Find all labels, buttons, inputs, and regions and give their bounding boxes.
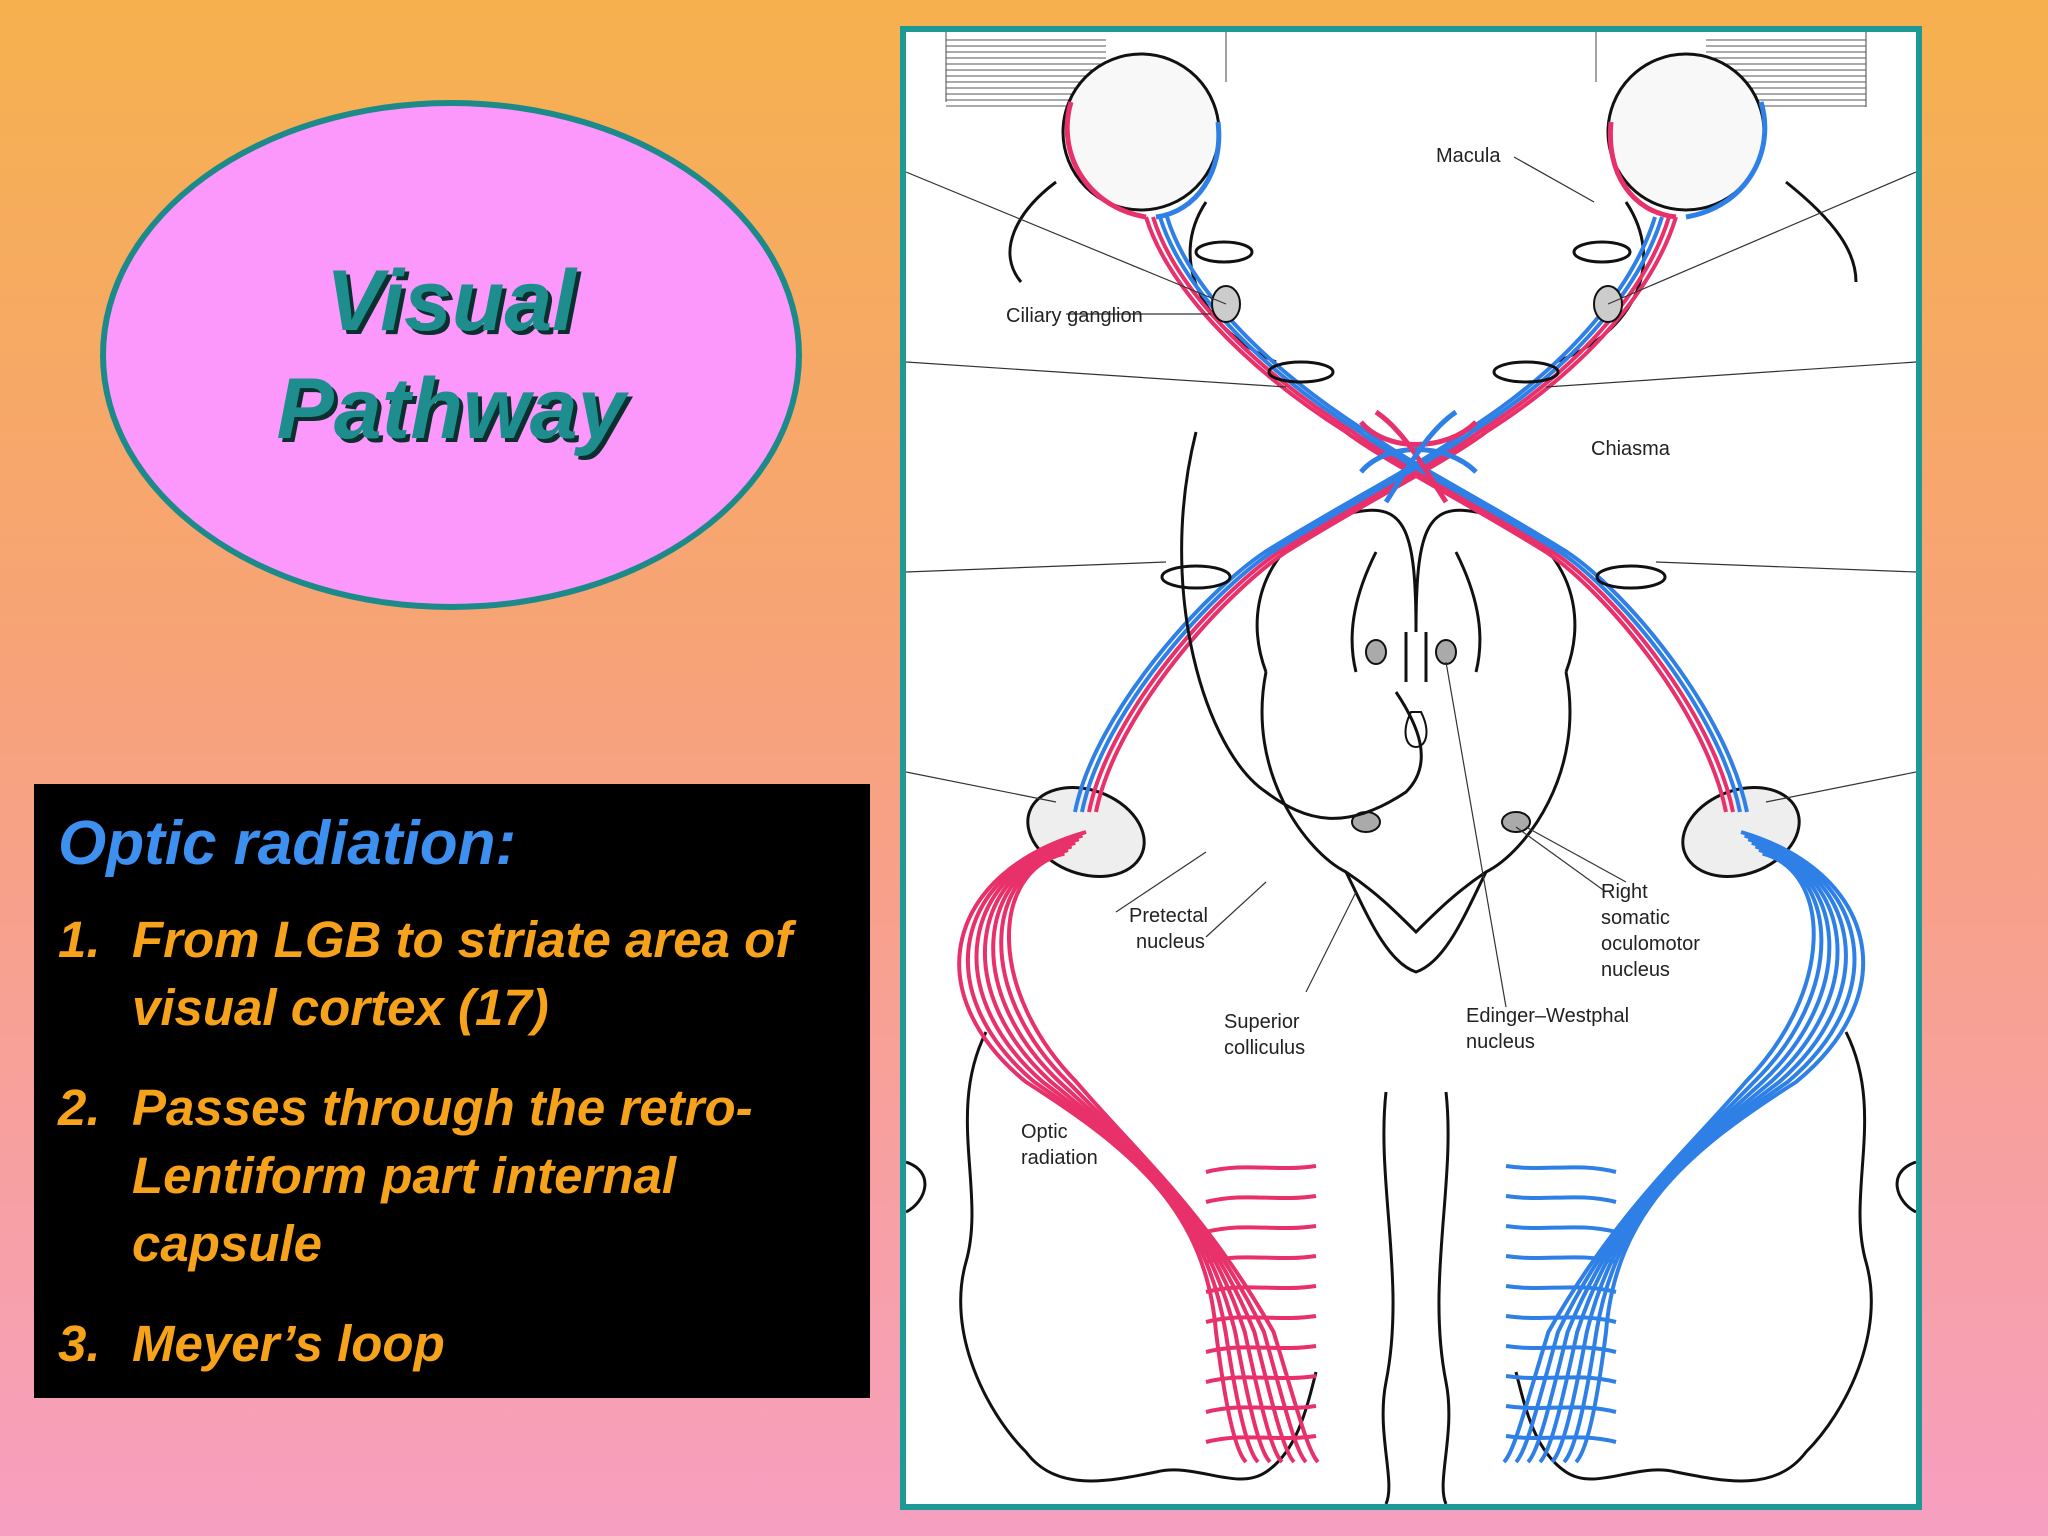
left-radiation-branch: [1205, 1374, 1317, 1384]
info-item-text: From LGB to striate area of visual corte…: [132, 911, 793, 1036]
left-radiation-branch: [1205, 1284, 1317, 1294]
title-ellipse: Visual Pathway: [100, 100, 802, 610]
optic-fiber: [1151, 216, 1735, 813]
left-radiation-branch: [1205, 1164, 1317, 1174]
pathway-fibers: [957, 216, 1866, 1464]
right-optic-radiation-fiber: [1526, 844, 1832, 1464]
optic-fiber: [1073, 216, 1657, 813]
right-optic-radiation-fiber: [1550, 837, 1848, 1464]
right-radiation-branch: [1505, 1434, 1617, 1444]
info-box: Optic radiation: 1. From LGB to striate …: [34, 784, 870, 1398]
left-radiation-branch: [1205, 1314, 1317, 1324]
info-item-number: 1.: [58, 911, 101, 968]
info-item-text: Meyer’s loop: [132, 1315, 445, 1372]
right-optic-radiation-fiber: [1514, 848, 1824, 1464]
left-optic-radiation-fiber: [1007, 851, 1320, 1464]
right-radiation-branch: [1505, 1254, 1617, 1264]
left-optic-radiation-fiber: [957, 830, 1248, 1464]
info-item-1: 1. From LGB to striate area of visual co…: [58, 906, 844, 1042]
right-radiation-branch: [1505, 1404, 1617, 1414]
label-pretectal-1: Pretectal: [1129, 905, 1208, 927]
optic-fiber: [1158, 216, 1742, 813]
nuclei: [1351, 639, 1531, 833]
forehead-hatching: [945, 32, 1867, 107]
info-item-3: 3. Meyer’s loop: [58, 1310, 844, 1378]
left-radiation-branch: [1205, 1344, 1317, 1354]
title-line-2: Pathway: [276, 361, 626, 457]
label-right-4: nucleus: [1601, 959, 1670, 981]
right-optic-radiation-fiber: [1538, 840, 1840, 1464]
chiasma-cross: [1359, 409, 1478, 504]
optic-fiber: [1080, 216, 1664, 813]
label-ciliary-ganglion: Ciliary ganglion: [1006, 305, 1143, 327]
diagram-frame: Macula Ciliary ganglion Chiasma Pretecta…: [900, 26, 1922, 1510]
info-item-number: 2.: [58, 1079, 101, 1136]
nerve-rings: [1160, 240, 1667, 590]
label-optic-1: Optic: [1021, 1121, 1068, 1143]
right-radiation-branch: [1505, 1374, 1617, 1384]
right-optic-radiation-fiber: [1574, 830, 1866, 1464]
info-item-2: 2. Passes through the retro-Lentiform pa…: [58, 1074, 844, 1278]
left-optic-radiation-fiber: [982, 840, 1284, 1464]
right-optic-radiation-fiber: [1562, 833, 1857, 1464]
right-radiation-branch: [1505, 1344, 1617, 1354]
visual-pathway-diagram: Macula Ciliary ganglion Chiasma Pretecta…: [906, 32, 1916, 1504]
label-chiasma: Chiasma: [1591, 438, 1671, 460]
label-pretectal-2: nucleus: [1136, 931, 1205, 953]
right-radiation-branch: [1505, 1224, 1617, 1234]
info-item-text: Passes through the retro-Lentiform part …: [132, 1079, 753, 1272]
label-edinger-2: nucleus: [1466, 1031, 1535, 1053]
label-right-3: oculomotor: [1601, 933, 1700, 955]
left-radiation-branch: [1205, 1404, 1317, 1414]
label-edinger-1: Edinger–Westphal: [1466, 1005, 1629, 1027]
left-radiation-branch: [1205, 1224, 1317, 1234]
right-radiation-branch: [1505, 1164, 1617, 1174]
right-radiation-branch: [1505, 1314, 1617, 1324]
left-radiation-branch: [1205, 1434, 1317, 1444]
info-heading: Optic radiation:: [58, 809, 517, 878]
pretectal-connection: [1180, 431, 1423, 820]
right-radiation-branch: [1505, 1284, 1617, 1294]
left-optic-radiation-fiber: [966, 833, 1260, 1464]
left-radiation-branch: [1205, 1194, 1317, 1204]
left-eye: [1061, 52, 1222, 220]
optic-fiber: [1087, 216, 1671, 813]
label-macula: Macula: [1436, 145, 1501, 167]
right-radiation-branch: [1505, 1194, 1617, 1204]
label-superior-1: Superior: [1224, 1011, 1300, 1033]
title-line-1: Visual: [325, 253, 577, 349]
left-optic-radiation-fiber: [974, 837, 1272, 1464]
label-right-1: Right: [1601, 881, 1648, 903]
label-optic-2: radiation: [1021, 1147, 1098, 1169]
right-optic-radiation-fiber: [1502, 851, 1816, 1464]
label-right-2: somatic: [1601, 907, 1670, 929]
info-item-number: 3.: [58, 1315, 101, 1372]
left-optic-radiation-fiber: [999, 848, 1308, 1464]
left-optic-radiation-fiber: [991, 844, 1296, 1464]
label-superior-2: colliculus: [1224, 1037, 1305, 1059]
right-eye: [1606, 52, 1768, 220]
leader-lines: [906, 156, 1916, 1008]
left-radiation-branch: [1205, 1254, 1317, 1264]
